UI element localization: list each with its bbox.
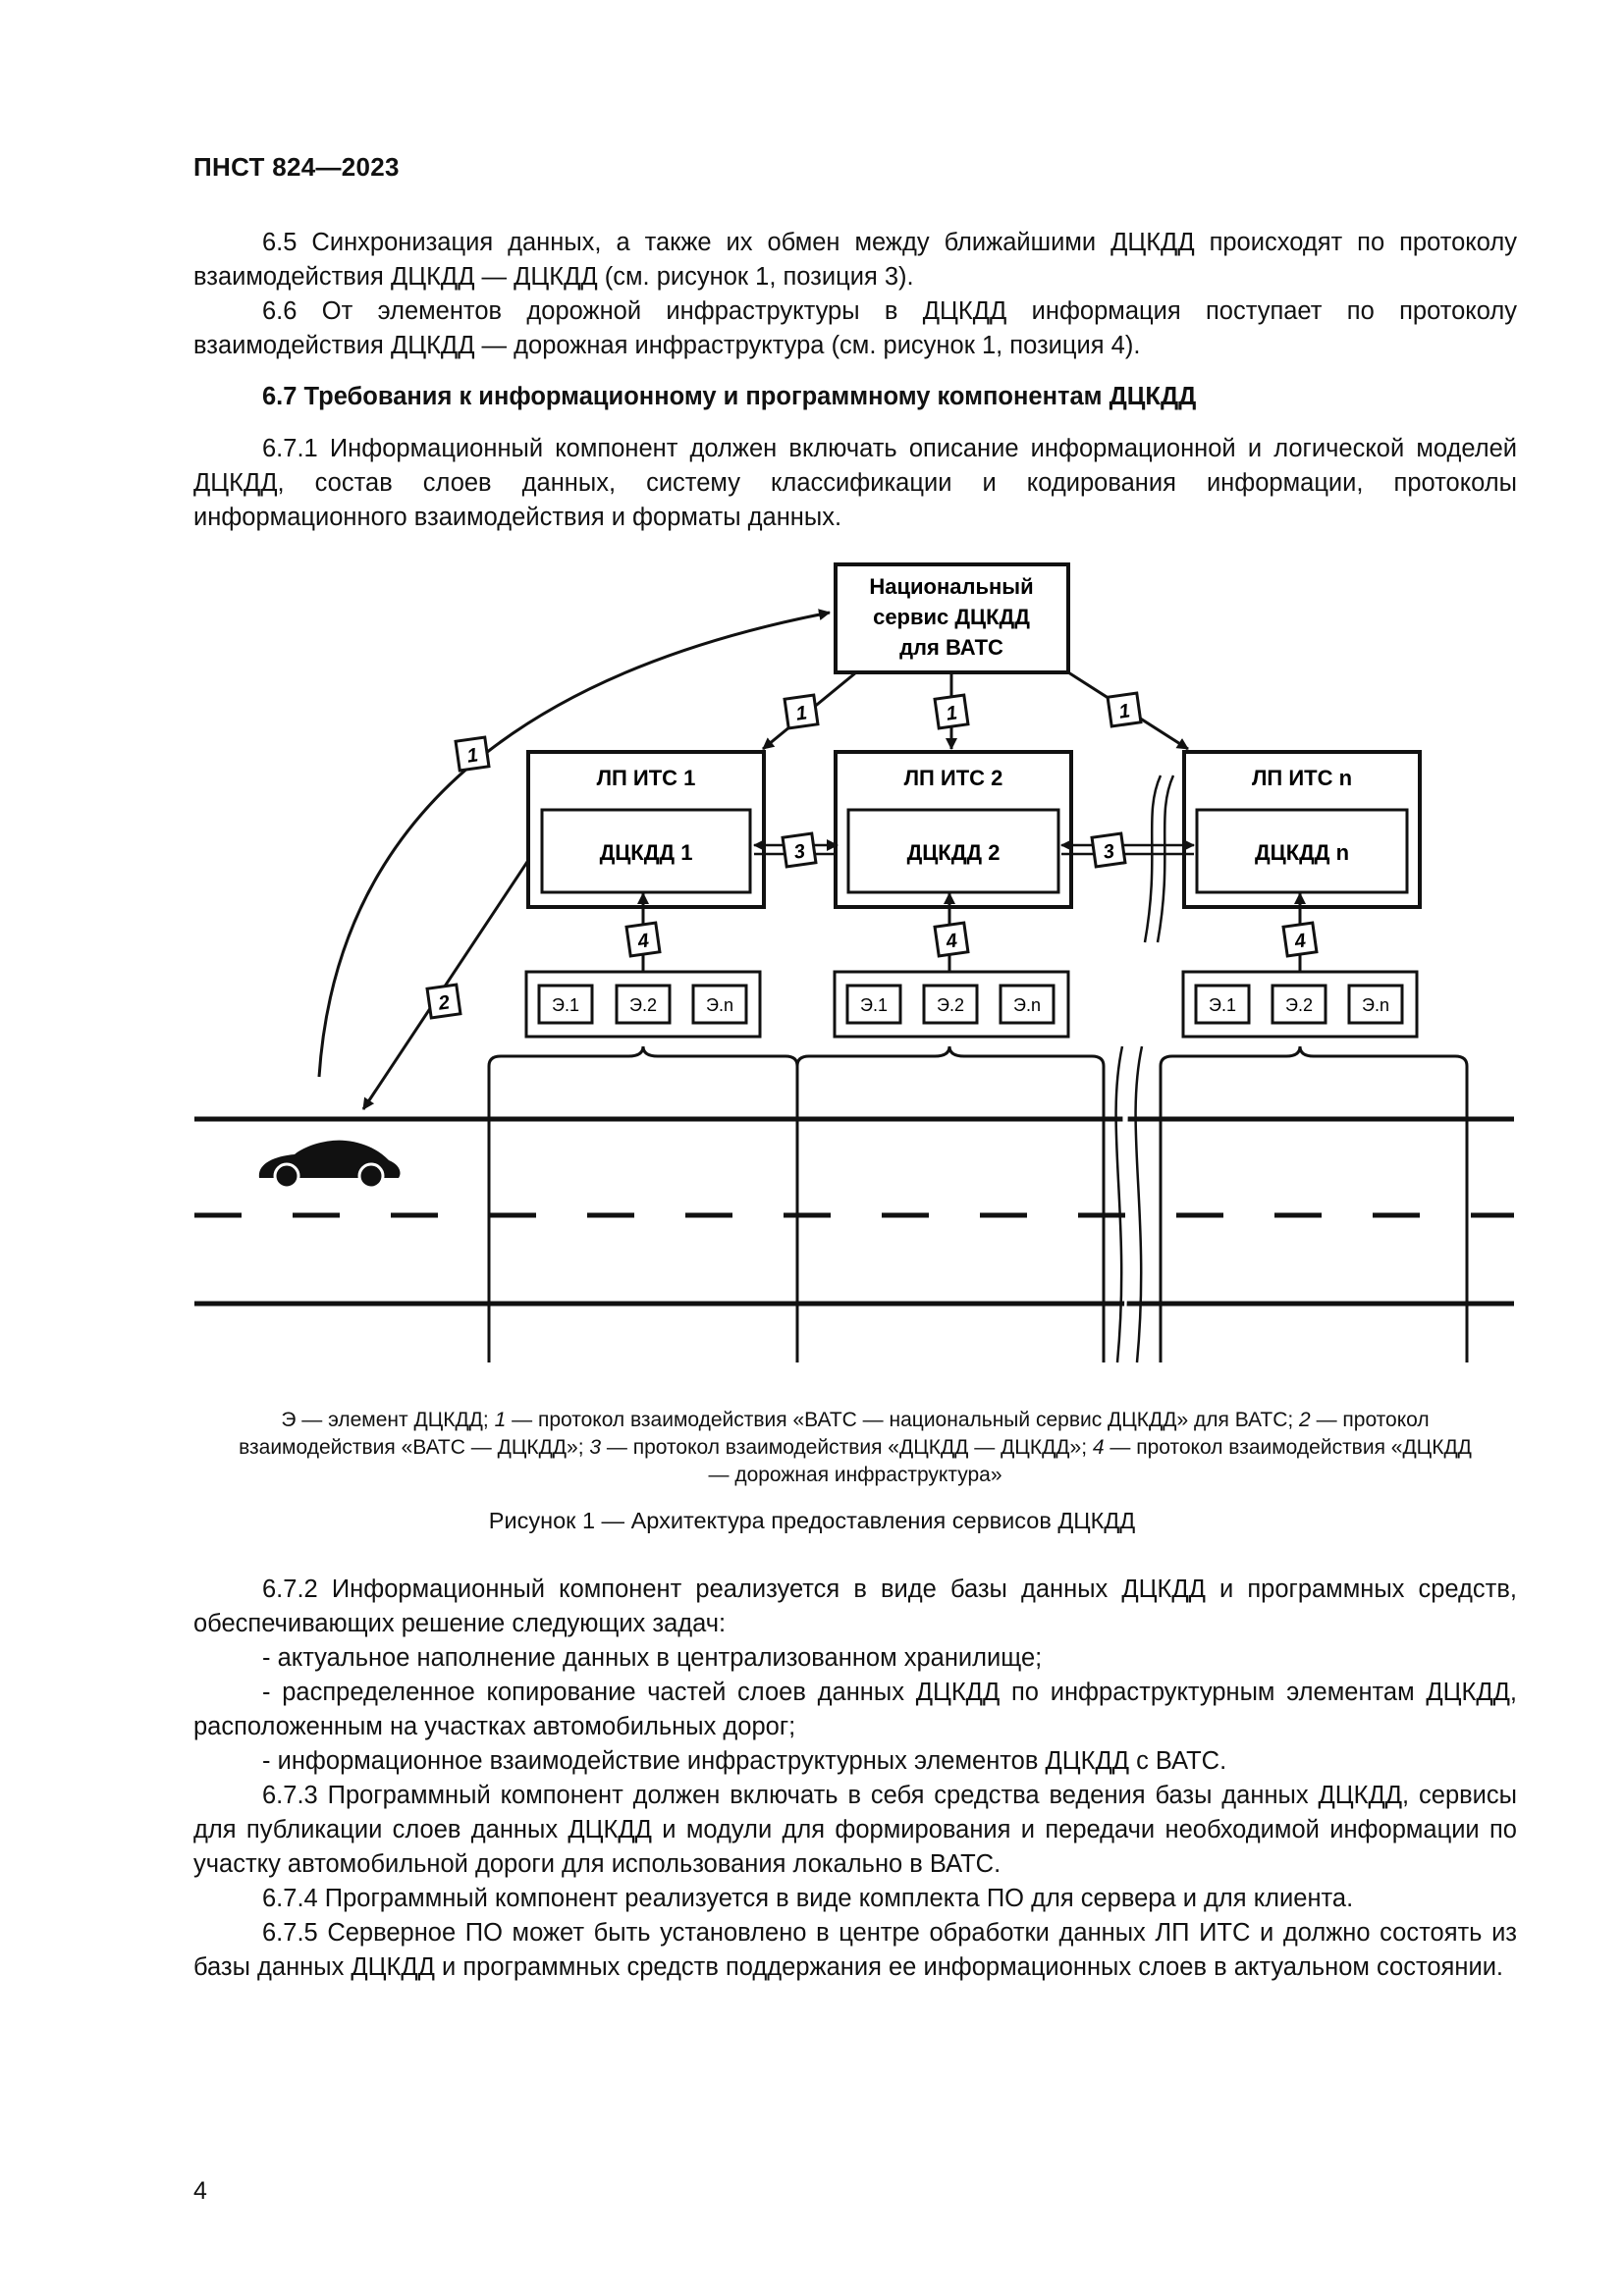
section-intro: 6.7.1 Информационный компонент должен вк… [193, 432, 1517, 535]
svg-text:2: 2 [436, 991, 451, 1014]
national-service-line-1: Национальный [869, 574, 1033, 599]
dckdd-1-label: ДЦКДД 1 [600, 840, 693, 865]
element-group-2: Э.1 Э.2 Э.n [833, 970, 1070, 1039]
list-item-2: - распределенное копирование частей слое… [193, 1679, 1517, 1740]
road-section-brace-n [1159, 1045, 1469, 1080]
paragraph-6-5: 6.5 Синхронизация данных, а также их обм… [193, 229, 1517, 291]
svg-text:3: 3 [1102, 840, 1115, 863]
legend-number-4: 4 [1092, 1436, 1105, 1459]
paragraph-6-7-2: 6.7.2 Информационный компонент реализует… [193, 1575, 1517, 1637]
protocol-2-arrow [361, 855, 533, 1110]
legend-protocol-2: — протокол взаимодействия «ВАТС — ДЦКДД»… [239, 1409, 1430, 1459]
protocol-3-marker-1: 3 [781, 831, 818, 869]
paragraph-6-7-3: 6.7.3 Программный компонент должен включ… [193, 1782, 1517, 1878]
legend-element-definition: Э — элемент ДЦКДД; [281, 1409, 489, 1431]
list-item-1: - актуальное наполнение данных в централ… [262, 1644, 1043, 1672]
svg-text:1: 1 [945, 702, 958, 724]
intro-paragraphs: 6.5 Синхронизация данных, а также их обм… [193, 226, 1517, 363]
svg-text:1: 1 [1117, 700, 1131, 722]
svg-text:1: 1 [794, 702, 808, 724]
element-1-2: Э.2 [629, 995, 657, 1015]
protocol-4-marker-1: 4 [624, 921, 662, 958]
legend-number-3: 3 [589, 1436, 602, 1459]
figure-caption: Рисунок 1 — Архитектура предоставления с… [488, 1508, 1136, 1533]
protocol-1-marker-lpn: 1 [1106, 691, 1143, 728]
break-mark-top-left [1143, 774, 1163, 943]
legend-protocol-4: — протокол взаимодействия «ДЦКДД — дорож… [708, 1436, 1472, 1486]
road-break-mark [1114, 1045, 1144, 1363]
element-1-n: Э.n [706, 995, 733, 1015]
lp-its-n-box: ЛП ИТС n ДЦКДД n [1182, 750, 1422, 909]
page-number: 4 [193, 2177, 207, 2205]
paragraph-6-7-5: 6.7.5 Серверное ПО может быть установлен… [193, 1919, 1517, 1981]
road-section-brace-1 [487, 1045, 799, 1080]
lp-its-2-box: ЛП ИТС 2 ДЦКДД 2 [834, 750, 1073, 909]
legend-number-2: 2 [1299, 1409, 1311, 1431]
protocol-2-marker: 2 [425, 983, 462, 1020]
lp-its-1-label: ЛП ИТС 1 [597, 766, 696, 790]
svg-text:1: 1 [465, 744, 479, 767]
element-n-1: Э.1 [1209, 995, 1236, 1015]
section-heading: 6.7 Требования к информационному и прогр… [262, 383, 1197, 410]
legend-protocol-1: — протокол взаимодействия «ВАТС — национ… [506, 1409, 1294, 1431]
svg-text:4: 4 [1292, 930, 1307, 952]
protocol-1-marker-arc: 1 [454, 735, 491, 773]
element-2-1: Э.1 [860, 995, 888, 1015]
figure-legend: Э — элемент ДЦКДД; 1 — протокол взаимоде… [232, 1407, 1479, 1489]
paragraph-6-7-1: 6.7.1 Информационный компонент должен вк… [193, 435, 1517, 531]
car-icon [258, 1140, 401, 1190]
protocol-1-marker-lp2: 1 [933, 693, 970, 730]
protocol-1-marker-lp1: 1 [783, 693, 820, 730]
national-service-box: Национальный сервис ДЦКДД для ВАТС [834, 562, 1070, 674]
dckdd-n-label: ДЦКДД n [1255, 840, 1349, 865]
element-1-1: Э.1 [552, 995, 579, 1015]
lp-its-2-label: ЛП ИТС 2 [904, 766, 1003, 790]
element-2-n: Э.n [1013, 995, 1041, 1015]
dckdd-2-label: ДЦКДД 2 [907, 840, 1001, 865]
paragraph-6-6: 6.6 От элементов дорожной инфраструктуры… [193, 297, 1517, 359]
protocol-4-marker-n: 4 [1281, 921, 1319, 958]
svg-text:4: 4 [944, 930, 958, 952]
architecture-diagram: Национальный сервис ДЦКДД для ВАТС ЛП ИТ… [194, 562, 1514, 1363]
lp-its-1-box: ЛП ИТС 1 ДЦКДД 1 [526, 750, 766, 909]
protocol-3-link-2-n [1060, 839, 1195, 856]
element-n-2: Э.2 [1285, 995, 1313, 1015]
element-group-n: Э.1 Э.2 Э.n [1181, 970, 1419, 1039]
body-paragraphs: 6.7.2 Информационный компонент реализует… [193, 1573, 1517, 1985]
svg-text:3: 3 [792, 840, 806, 863]
protocol-3-marker-2: 3 [1090, 831, 1127, 869]
break-mark-top-right [1156, 774, 1175, 943]
list-item-3: - информационное взаимодействие инфрастр… [262, 1747, 1227, 1775]
protocol-4-marker-2: 4 [933, 921, 970, 958]
legend-number-1: 1 [494, 1409, 507, 1431]
national-service-line-3: для ВАТС [899, 635, 1003, 660]
element-n-n: Э.n [1362, 995, 1389, 1015]
paragraph-6-7-4: 6.7.4 Программный компонент реализуется … [262, 1885, 1354, 1912]
lp-its-n-label: ЛП ИТС n [1252, 766, 1352, 790]
document-header: ПНСТ 824—2023 [193, 152, 400, 182]
svg-text:4: 4 [635, 930, 650, 952]
legend-protocol-3: — протокол взаимодействия «ДЦКДД — ДЦКДД… [601, 1436, 1088, 1459]
protocol-1-vehicle-arc [317, 609, 831, 1078]
element-group-1: Э.1 Э.2 Э.n [524, 970, 762, 1039]
national-service-line-2: сервис ДЦКДД [873, 605, 1030, 629]
road-section-brace-2 [795, 1045, 1106, 1080]
element-2-2: Э.2 [937, 995, 964, 1015]
